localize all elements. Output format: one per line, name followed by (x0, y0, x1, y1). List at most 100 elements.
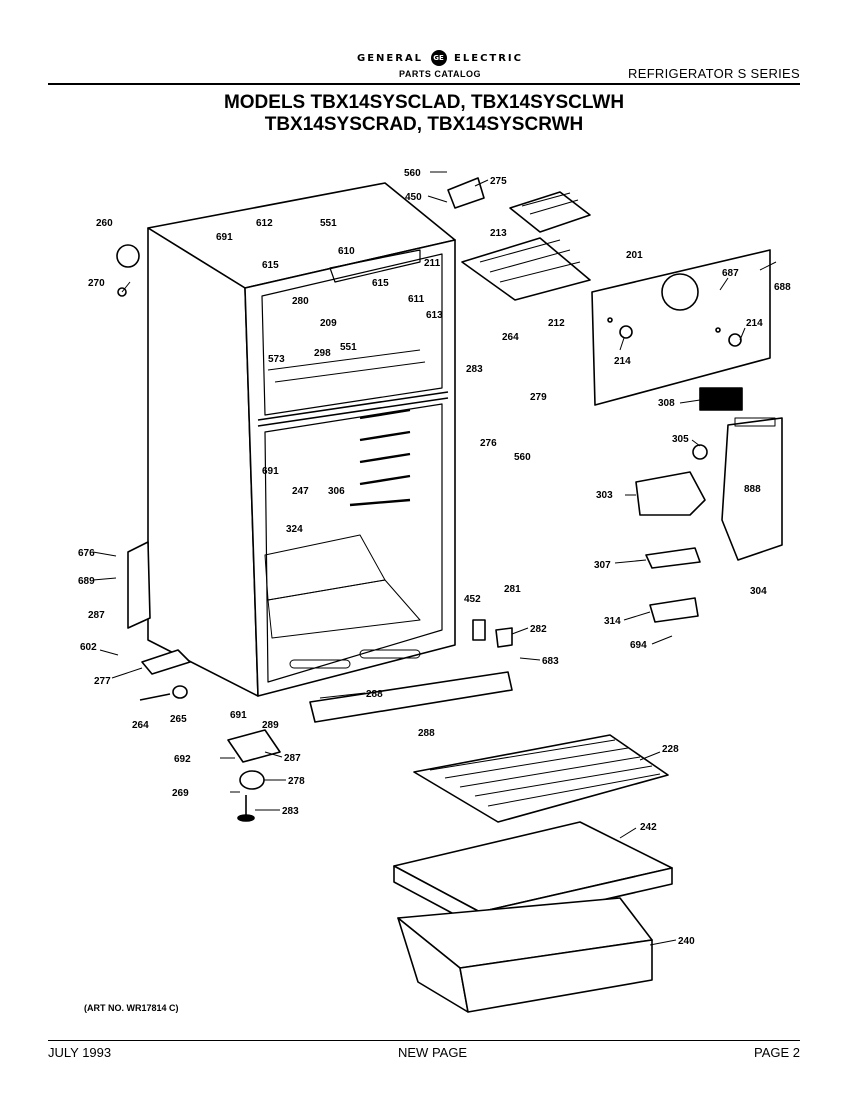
brand-left-text: GENERAL (357, 53, 424, 64)
bracket-282 (495, 627, 513, 648)
callout-label: 560 (404, 168, 421, 179)
callout-leaders (92, 171, 777, 946)
wire-shelf (413, 734, 669, 823)
callout-label: 201 (626, 250, 643, 261)
callout-label: 888 (744, 484, 761, 495)
brand-header: GENERAL GE ELECTRIC (340, 50, 540, 66)
callout-label: 212 (548, 318, 565, 329)
callout-label: 298 (314, 348, 331, 359)
screw-270 (117, 287, 127, 297)
callout-label: 450 (405, 192, 422, 203)
callout-label: 676 (78, 548, 95, 559)
bracket-277 (141, 649, 191, 675)
rear-cover-panel (591, 249, 771, 406)
callout-label: 228 (662, 744, 679, 755)
roller (239, 770, 265, 790)
foot-265 (172, 685, 188, 699)
callout-label: 214 (614, 356, 631, 367)
callout-label: 691 (262, 466, 279, 477)
callout-label: 240 (678, 936, 695, 947)
callout-label: 683 (542, 656, 559, 667)
callout-label: 242 (640, 822, 657, 833)
callout-label: 602 (80, 642, 97, 653)
callout-label: 615 (262, 260, 279, 271)
callout-label: 303 (596, 490, 613, 501)
callout-label: 615 (372, 278, 389, 289)
callout-labels: 560 275 450 213 212 201 687 688 214 214 … (78, 168, 791, 947)
ge-logo-icon: GE (430, 50, 447, 66)
callout-label: 307 (594, 560, 611, 571)
callout-label: 551 (340, 342, 357, 353)
callout-label: 324 (286, 524, 303, 535)
callout-label: 306 (328, 486, 345, 497)
hinge-left (127, 541, 151, 629)
footer-page-number: PAGE 2 (753, 1045, 800, 1060)
page-title-line-2: TBX14SYSCRAD, TBX14SYSCRWH (264, 114, 584, 135)
callout-label: 269 (172, 788, 189, 799)
callout-label: 209 (320, 318, 337, 329)
callout-label: 275 (490, 176, 507, 187)
callout-label: 610 (338, 246, 355, 257)
callout-label: 691 (230, 710, 247, 721)
callout-label: 265 (170, 714, 187, 725)
callout-label: 214 (746, 318, 763, 329)
control-housing (721, 417, 783, 561)
callout-label: 276 (480, 438, 497, 449)
top-hinge (447, 177, 485, 209)
bottom-grille (309, 671, 513, 723)
callout-label: 270 (88, 278, 105, 289)
bottom-hinge (227, 729, 281, 763)
callout-label: 283 (282, 806, 299, 817)
callout-label: 304 (750, 586, 767, 597)
footer-date: JULY 1993 (48, 1045, 112, 1060)
callout-label: 247 (292, 486, 309, 497)
diagram-drawing (116, 177, 783, 1013)
callout-label: 612 (256, 218, 273, 229)
callout-label: 305 (672, 434, 689, 445)
series-label: REFRIGERATOR S SERIES (628, 66, 800, 81)
callout-label: 691 (216, 232, 233, 243)
brand-right-text: ELECTRIC (454, 53, 523, 64)
footer-status: NEW PAGE (398, 1045, 468, 1060)
callout-label: 282 (530, 624, 547, 635)
thermostat-knob (116, 244, 140, 268)
ice-tray (509, 191, 591, 233)
callout-label: 283 (466, 364, 483, 375)
label-plate (699, 387, 743, 411)
callout-label: 308 (658, 398, 675, 409)
callout-label: 452 (464, 594, 481, 605)
callout-label: 687 (722, 268, 739, 279)
callout-label: 613 (426, 310, 443, 321)
callout-label: 213 (490, 228, 507, 239)
crisper-drawer (397, 897, 653, 1013)
callout-label: 288 (418, 728, 435, 739)
callout-label: 689 (78, 576, 95, 587)
control-parts (635, 444, 708, 623)
callout-label: 279 (530, 392, 547, 403)
callout-label: 287 (284, 753, 301, 764)
callout-label: 277 (94, 676, 111, 687)
callout-label: 264 (132, 720, 149, 731)
callout-label: 281 (504, 584, 521, 595)
callout-label: 688 (774, 282, 791, 293)
callout-label: 560 (514, 452, 531, 463)
callout-label: 280 (292, 296, 309, 307)
callout-label: 288 (366, 689, 383, 700)
callout-label: 264 (502, 332, 519, 343)
cabinet-shell (147, 182, 456, 697)
callout-label: 694 (630, 640, 647, 651)
callout-label: 611 (408, 294, 425, 305)
callout-label: 314 (604, 616, 621, 627)
callout-label: 211 (424, 258, 441, 269)
header-rule (48, 83, 800, 85)
callout-label: 289 (262, 720, 279, 731)
freezer-shelf (461, 237, 591, 301)
art-number: (ART NO. WR17814 C) (84, 1003, 179, 1013)
callout-label: 278 (288, 776, 305, 787)
catalog-label: PARTS CATALOG (399, 69, 481, 79)
footer-rule (48, 1040, 800, 1041)
callout-label: 260 (96, 218, 113, 229)
bracket-452 (472, 619, 486, 641)
callout-label: 287 (88, 610, 105, 621)
